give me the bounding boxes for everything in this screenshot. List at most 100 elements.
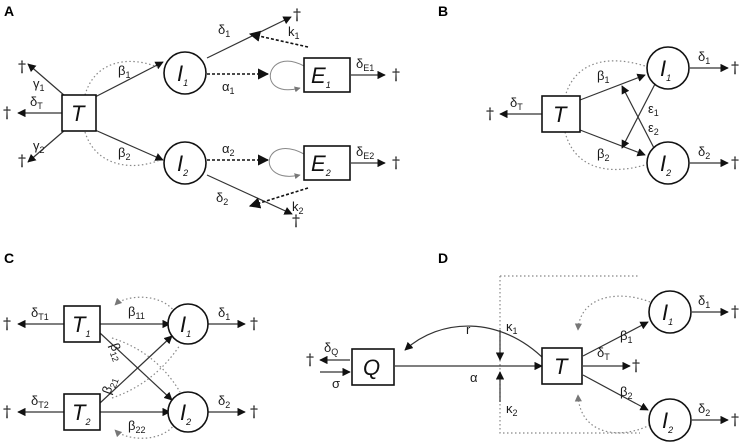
c-delta1-label: δ1 [218, 305, 230, 322]
d-beta2-label: β2 [620, 384, 633, 401]
a-death-gamma1: † [18, 57, 26, 76]
c-node-I2-label: I2 [180, 400, 191, 427]
a-k2-arrow [248, 187, 309, 209]
a-node-E2-label: E2 [311, 151, 331, 178]
d-delta1-label: δ1 [698, 293, 710, 310]
b-node-I1-label: I1 [660, 56, 671, 83]
a-alpha1-label: α1 [222, 79, 235, 96]
d-dotted-loop-1 [574, 295, 651, 331]
b-node-T [541, 95, 581, 133]
c-death-T1: † [3, 314, 11, 333]
d-delta2-label: δ2 [698, 401, 710, 418]
d-dotted-loop-2 [574, 394, 651, 434]
d-beta1-label: β1 [620, 328, 633, 345]
d-death-I1: † [731, 302, 739, 321]
a-gamma2-label: γ2 [33, 138, 45, 155]
a-beta2-arrow [94, 129, 164, 161]
b-death-I1: † [731, 58, 739, 77]
a-e2-self-loop [268, 148, 305, 180]
d-node-I2-label: I2 [662, 408, 673, 435]
d-beta2-arrow [582, 374, 649, 411]
a-node-E1-label: E1 [311, 63, 331, 90]
a-dotted-loop-2 [84, 131, 161, 167]
a-death-delta2: † [292, 211, 300, 230]
a-death-gamma2: † [18, 151, 26, 170]
a-death-delta1: † [293, 5, 301, 24]
a-beta1-arrow [94, 61, 164, 98]
c-death-T2: † [3, 402, 11, 421]
c-node-T2 [63, 393, 101, 431]
b-node-I1 [646, 46, 690, 90]
a-node-I2 [163, 141, 207, 185]
c-beta22-label: β22 [128, 418, 146, 435]
c-death-I1: † [250, 314, 258, 333]
a-gamma2-arrow [27, 129, 66, 163]
a-node-I1 [163, 51, 207, 95]
c-node-I1-label: I1 [180, 312, 191, 339]
d-deltaT-label: δT [597, 345, 610, 362]
a-dotted-loop-1 [84, 60, 161, 96]
d-node-Q [351, 348, 395, 386]
panel-c-label: C [4, 250, 14, 266]
a-deltaE2-label: δE2 [356, 144, 374, 161]
c-beta12-label: β12 [105, 341, 127, 363]
a-death-E2: † [392, 153, 400, 172]
b-death-I2: † [731, 153, 739, 172]
b-node-I2-label: I2 [660, 151, 671, 178]
a-death-T: † [3, 103, 11, 122]
a-node-I2-label: I2 [177, 151, 188, 178]
d-death-T: † [632, 356, 640, 375]
a-delta1-label: δ1 [218, 22, 230, 39]
panel-b-label: B [438, 3, 448, 19]
c-node-T1-label: T1 [72, 312, 90, 339]
panel-b: B T I1 I2 † † † δT β1 β2 ε1 ε2 δ1 δ2 [438, 3, 739, 185]
panel-d-label: D [438, 250, 448, 266]
a-beta2-label: β2 [118, 145, 131, 162]
b-eps2-label: ε2 [648, 120, 659, 137]
a-node-I1-label: I1 [177, 61, 188, 88]
panel-a: A T I1 I2 E1 E2 † † † † † † [3, 3, 400, 230]
c-node-I1 [167, 303, 209, 345]
a-k1-label: k1 [288, 24, 300, 41]
b-eps1-arrow [621, 83, 656, 149]
b-beta1-label: β1 [597, 68, 610, 85]
b-delta1-label: δ1 [698, 49, 710, 66]
a-deltaE1-label: δE1 [356, 56, 374, 73]
a-k2-label: k2 [292, 199, 304, 216]
a-beta1-label: β1 [118, 63, 131, 80]
c-dotted-loop-2 [114, 423, 176, 439]
d-node-I1-label: I1 [662, 300, 673, 327]
a-alpha2-label: α2 [222, 141, 235, 158]
c-death-I2: † [250, 402, 258, 421]
d-node-I2 [648, 398, 692, 442]
b-eps2-arrow [621, 85, 656, 151]
c-node-I2 [167, 391, 209, 433]
d-beta1-arrow [582, 321, 649, 357]
b-node-I2 [646, 141, 690, 185]
d-node-T [541, 347, 583, 385]
a-gamma1-arrow [27, 63, 66, 97]
a-node-T [61, 94, 97, 132]
panel-c: C T1 T2 I1 I2 † † † † δT1 δT2 β11 β22 β1… [3, 250, 258, 439]
panel-d: D Q T I1 I2 † † † † δQ σ r α κ1 κ2 δT [306, 250, 739, 442]
c-beta11-label: β11 [128, 304, 145, 321]
b-node-T-label: T [553, 102, 568, 127]
a-node-E2 [303, 145, 351, 181]
b-beta2-arrow [579, 129, 646, 157]
d-death-Q: † [306, 350, 314, 369]
c-node-T2-label: T2 [72, 400, 90, 427]
d-node-I1 [648, 290, 692, 334]
d-node-T-label: T [554, 354, 569, 379]
a-death-E1: † [392, 65, 400, 84]
d-kappa1-label: κ1 [506, 319, 518, 336]
d-dotted-feedback-box [499, 275, 640, 434]
a-deltaT-label: δT [30, 94, 43, 111]
c-deltaT1-label: δT1 [31, 305, 49, 322]
b-death-T: † [486, 104, 494, 123]
d-deltaQ-label: δQ [324, 340, 338, 357]
c-beta21-label: β21 [99, 374, 121, 396]
a-delta2-label: δ2 [216, 190, 228, 207]
c-dotted-loop-1 [114, 296, 176, 313]
b-eps1-label: ε1 [648, 101, 659, 118]
